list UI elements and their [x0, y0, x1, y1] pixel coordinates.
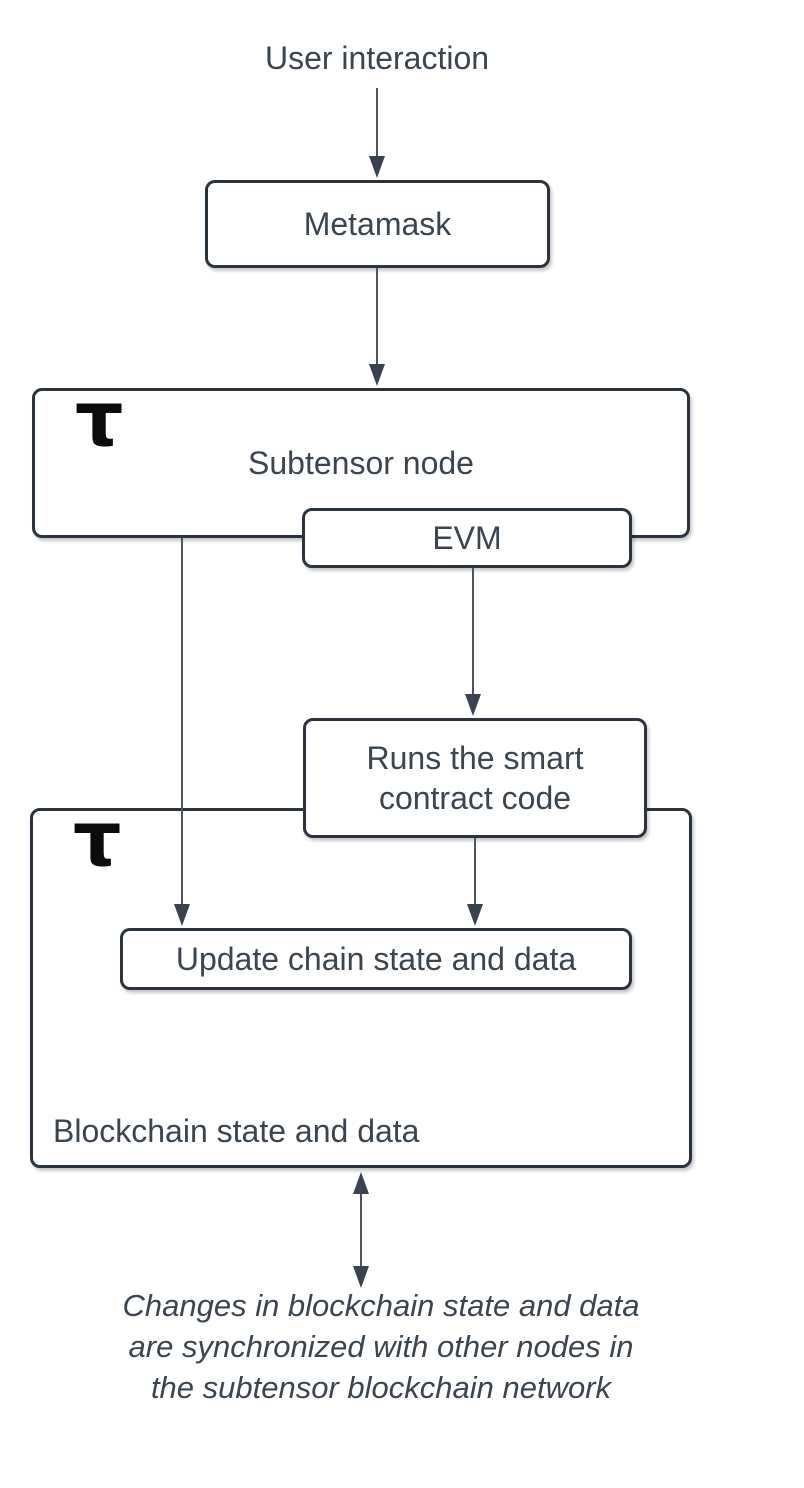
user-interaction-label: User interaction [264, 40, 490, 76]
arrowhead-down-icon [465, 694, 481, 716]
runs-smart-contract-node: Runs the smart contract code [303, 718, 647, 838]
evm-label: EVM [432, 520, 502, 556]
arrowhead-down-icon [369, 156, 385, 178]
subtensor-node-label: Subtensor node [248, 445, 474, 481]
metamask-label: Metamask [303, 206, 452, 242]
update-chain-state-label: Update chain state and data [175, 941, 577, 977]
evm-node: EVM [302, 508, 632, 568]
arrowhead-up-icon [353, 1172, 369, 1194]
runs-smart-contract-label: Runs the smart contract code [366, 740, 584, 816]
metamask-node: Metamask [205, 180, 550, 268]
arrowhead-down-icon [353, 1266, 369, 1288]
update-chain-state-node: Update chain state and data [120, 928, 632, 990]
blockchain-state-label: Blockchain state and data [53, 1113, 420, 1149]
sync-caption: Changes in blockchain state and data are… [122, 1288, 640, 1405]
bittensor-tau-icon: τ [75, 374, 124, 463]
arrowhead-down-icon [369, 364, 385, 386]
bittensor-tau-icon: τ [73, 794, 122, 883]
